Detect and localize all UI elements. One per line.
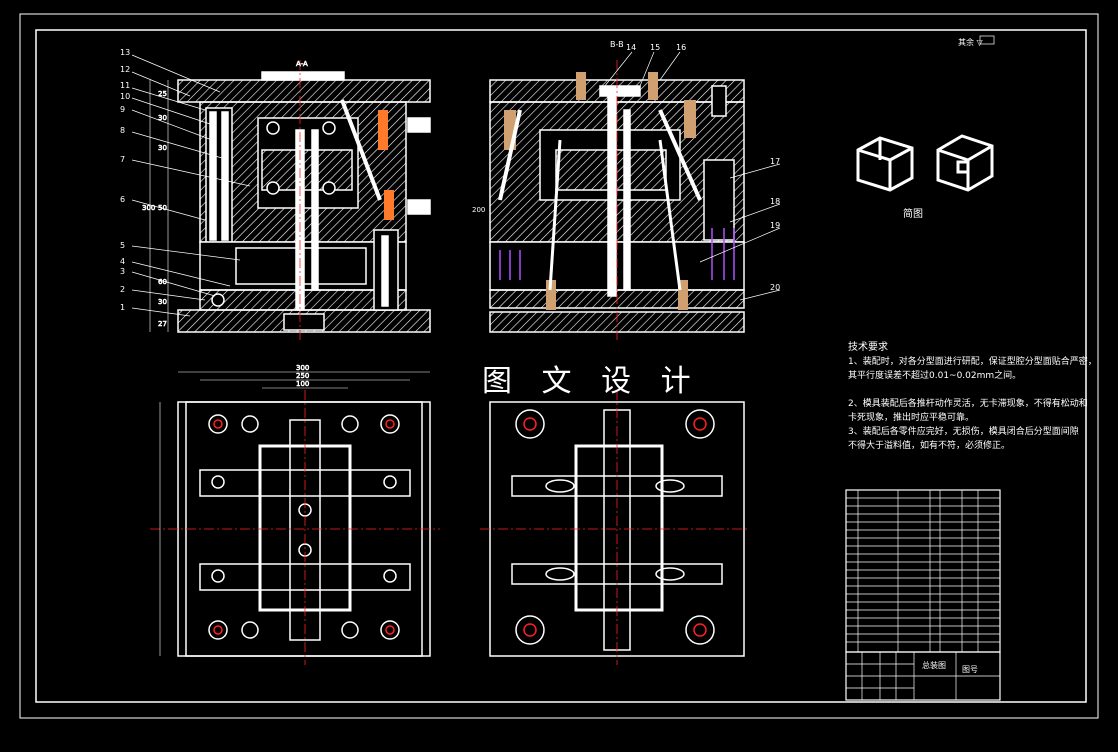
dim-text: 30	[158, 114, 167, 122]
part-label: 4	[120, 257, 125, 266]
leaders-right	[599, 51, 781, 301]
part-label: 19	[770, 221, 780, 230]
part-label: 7	[120, 155, 125, 164]
tech-line: 3、装配后各零件应完好，无损伤，模具闭合后分型面间隙	[848, 427, 1079, 437]
dims-left: 25 30 30 300 50 60 30 27 A-A	[142, 60, 308, 332]
drawing-name: 总装图	[922, 661, 946, 670]
dim-text: 60	[158, 278, 167, 286]
section-label-bb: B-B	[610, 40, 624, 49]
isometric-part-right	[936, 134, 994, 192]
isometric-part-left	[856, 136, 914, 192]
title-block	[845, 651, 1001, 701]
section-bb-view	[489, 60, 745, 340]
section-aa-view	[177, 60, 431, 340]
scale-box	[979, 35, 995, 45]
part-label: 13	[120, 48, 130, 57]
dims-plan-left: 300 250 100	[159, 364, 430, 656]
part-label: 17	[770, 157, 780, 166]
part-label: 18	[770, 197, 780, 206]
tech-line: 其平行度误差不超过0.01~0.02mm之间。	[848, 371, 1022, 381]
inner-frame	[35, 29, 1087, 703]
tech-line: 不得大于溢料值，如有不符，必须修正。	[848, 441, 1011, 451]
tech-line: 2、模具装配后各推杆动作灵活，无卡滞现象，不得有松动和	[848, 399, 1088, 409]
dim-text: 200	[472, 206, 485, 214]
part-label: 10	[120, 92, 130, 101]
dim-text: 27	[158, 320, 167, 328]
plan-view-left	[150, 390, 440, 665]
part-label: 15	[650, 43, 660, 52]
part-label: 14	[626, 43, 636, 52]
part-label: 8	[120, 126, 125, 135]
dim-text: 50	[158, 204, 167, 212]
outer-frame	[19, 13, 1099, 719]
plan-view-right	[480, 390, 750, 665]
dim-text: 30	[158, 298, 167, 306]
watermark-text: 图 文 设 计	[482, 364, 701, 399]
part-numbers-right: 14 15 16 17 18 19 20 B-B 200	[472, 40, 780, 292]
iso-caption: 简图	[903, 209, 923, 220]
drawing-number-label: 图号	[962, 665, 978, 674]
part-label: 5	[120, 241, 125, 250]
part-label: 12	[120, 65, 130, 74]
dim-text: 300	[142, 204, 155, 212]
part-label: 3	[120, 267, 125, 276]
dim-text: 300	[296, 364, 309, 372]
leaders-left	[131, 54, 251, 317]
part-label: 11	[120, 81, 130, 90]
dim-text: 30	[158, 144, 167, 152]
part-label: 20	[770, 283, 780, 292]
part-label: 2	[120, 285, 125, 294]
dim-text: 25	[158, 90, 167, 98]
dim-text: 250	[296, 372, 309, 380]
part-label: 9	[120, 105, 125, 114]
part-numbers-left: 13 12 11 10 9 8 7 6 5 4 3 2 1	[120, 48, 130, 312]
tech-requirements-title: 技术要求	[848, 342, 888, 353]
dim-text: 100	[296, 380, 309, 388]
tech-line: 卡死现象，推出时应平稳可靠。	[848, 413, 975, 423]
part-label: 1	[120, 303, 125, 312]
section-label-aa: A-A	[296, 60, 308, 68]
tech-line: 1、装配时，对各分型面进行研配，保证型腔分型面贴合严密，	[848, 357, 1097, 367]
parts-list-table	[845, 489, 1001, 653]
part-label: 6	[120, 195, 125, 204]
surface-roughness-tag: 其余 ▽	[958, 38, 983, 47]
part-label: 16	[676, 43, 686, 52]
